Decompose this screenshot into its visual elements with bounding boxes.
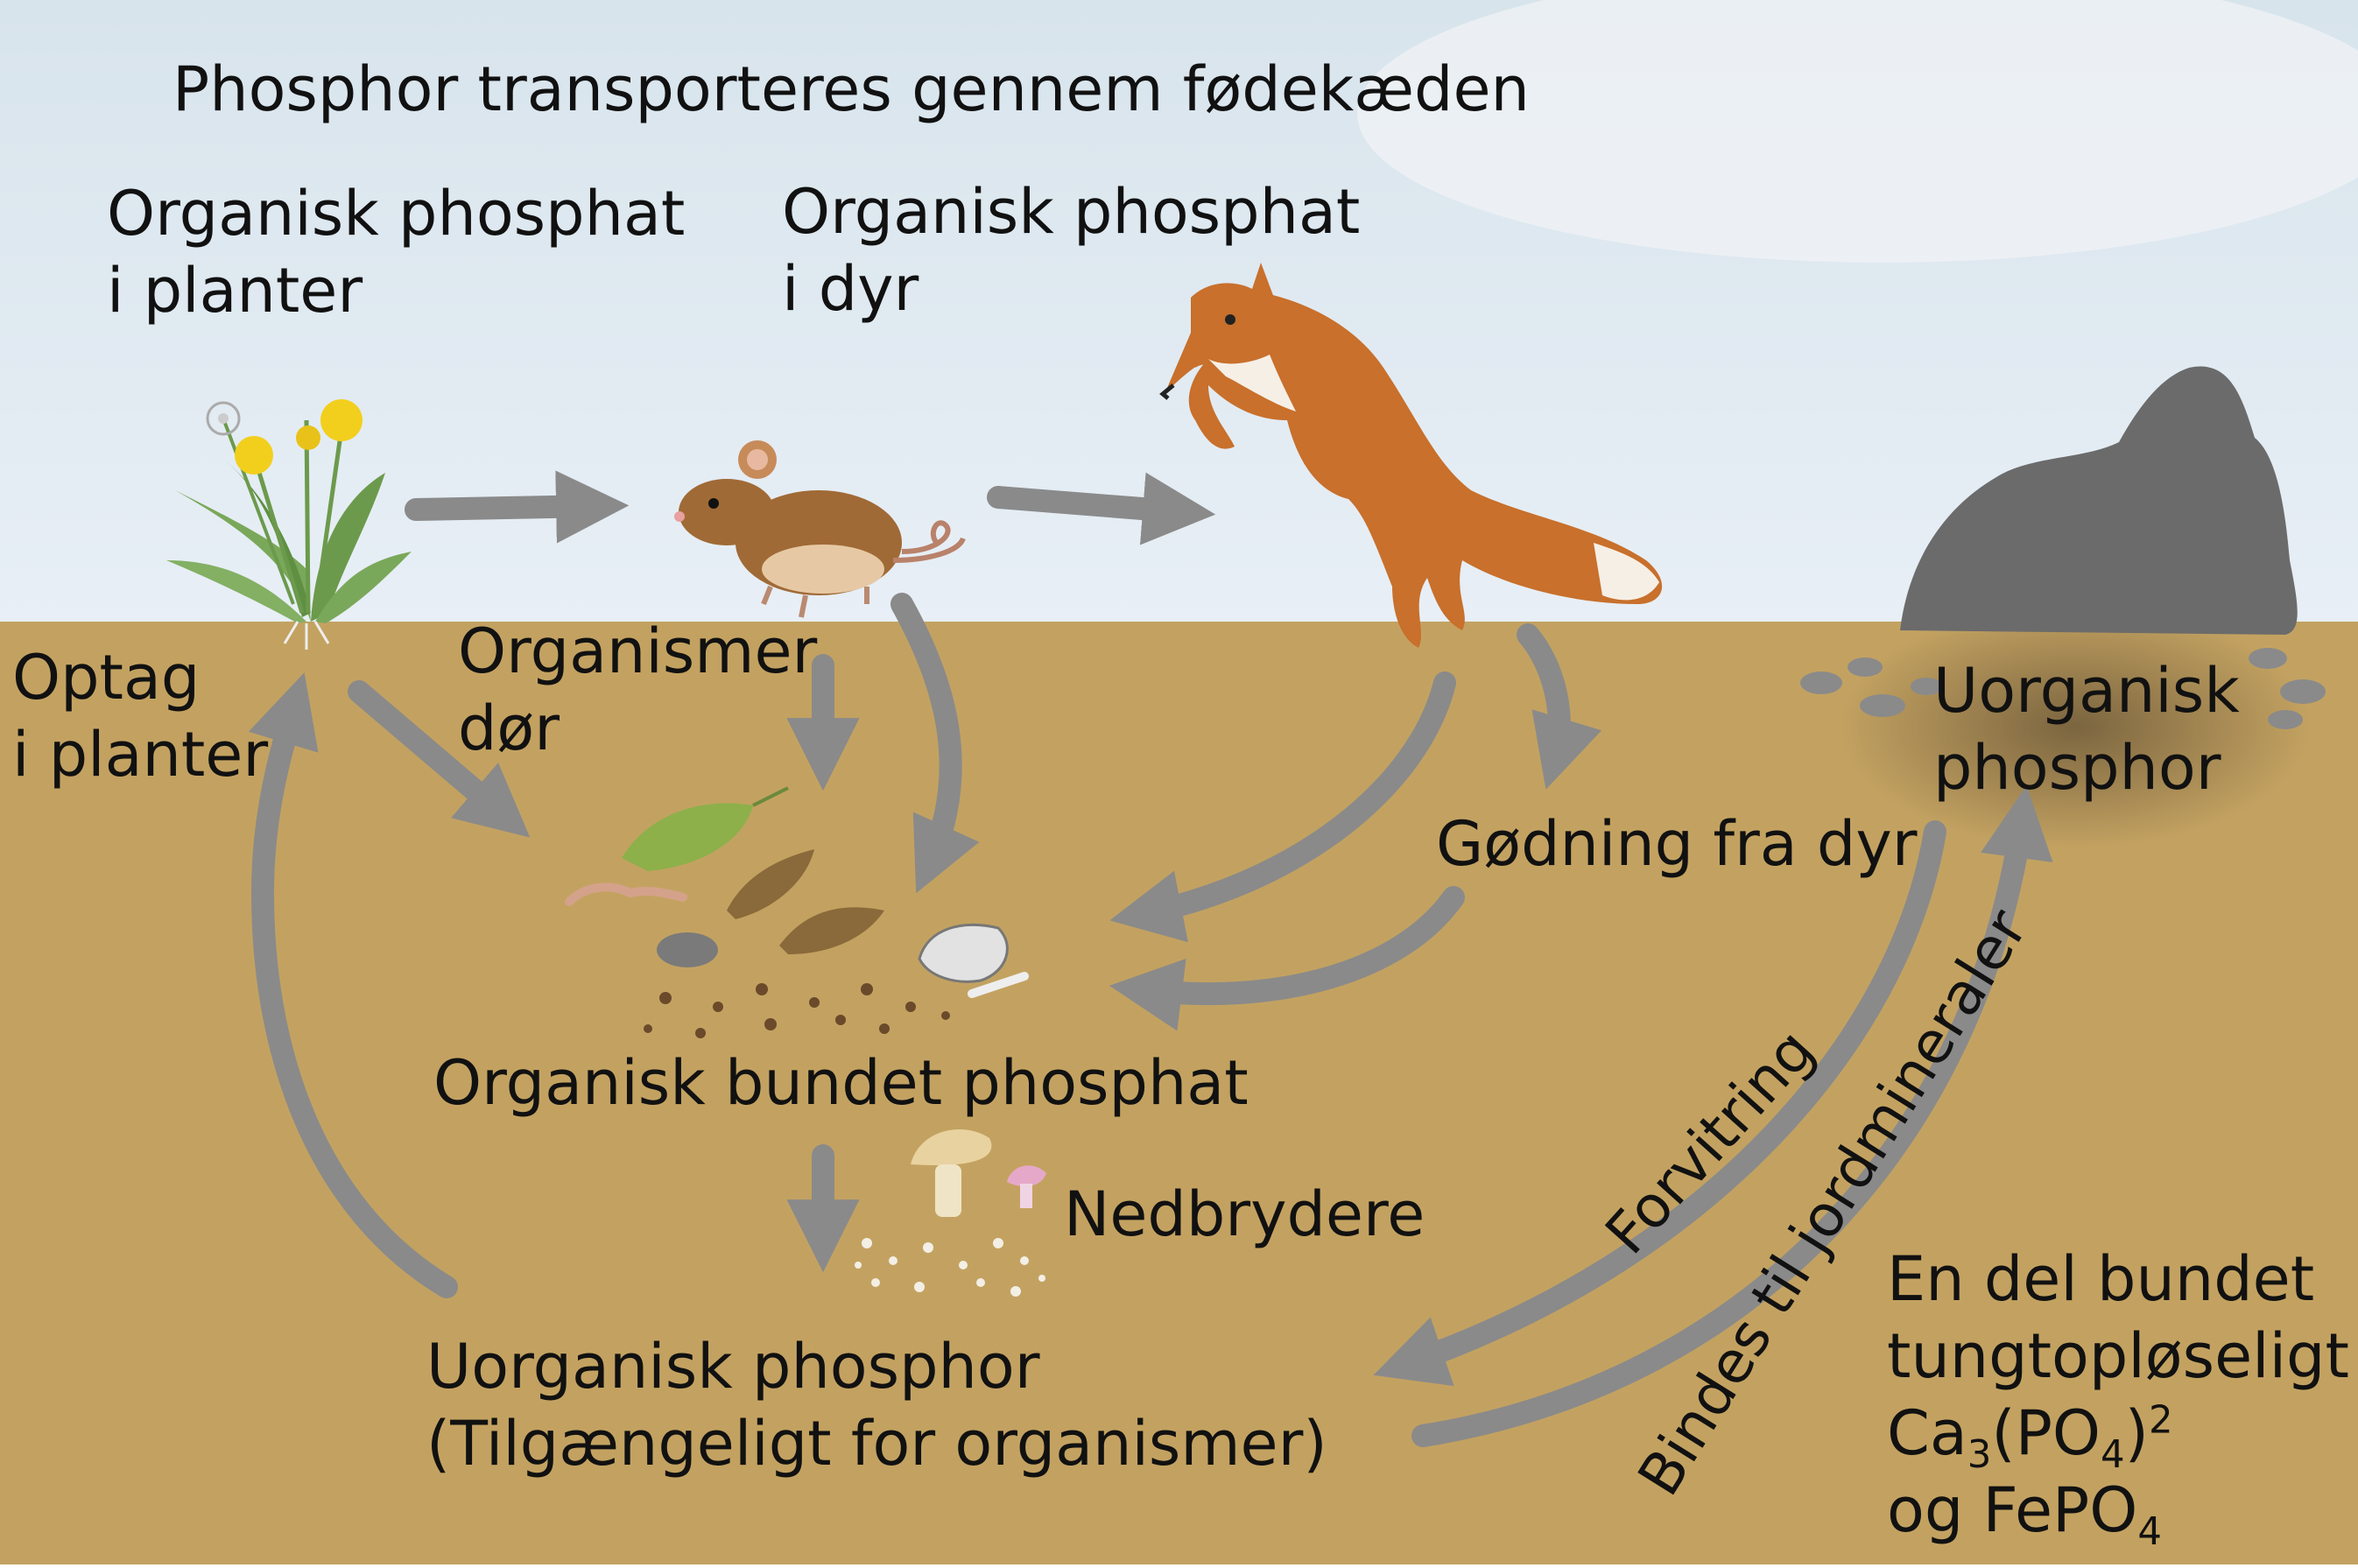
label-line: Optag bbox=[12, 642, 201, 714]
label-line: (Tilgængeligt for organismer) bbox=[426, 1408, 1327, 1480]
formula-sub: 4 bbox=[2101, 1433, 2125, 1477]
arrow-mouse-to-fox bbox=[987, 472, 1216, 545]
rock-illustration bbox=[1800, 366, 2326, 849]
formula-calcium-phosphate: Ca3(PO4)2 bbox=[1887, 1395, 2349, 1474]
formula-part: og FePO bbox=[1887, 1474, 2138, 1546]
label-uptake-plants: Optag i planter bbox=[12, 639, 268, 793]
label-line: Uorganisk phosphor bbox=[426, 1331, 1040, 1403]
label-organic-phosphate-animals: Organisk phosphat i dyr bbox=[782, 173, 1360, 327]
organic-debris-illustration bbox=[565, 786, 1029, 1038]
label-rock-inorganic-phosphorus: Uorganisk phosphor bbox=[1933, 652, 2240, 806]
label-organisms-die: Organismer dør bbox=[458, 613, 817, 767]
label-animal-manure: Gødning fra dyr bbox=[1436, 808, 1918, 880]
diagram-title: Phosphor transporteres gennem fødekæden bbox=[172, 53, 1530, 125]
formula-iron-phosphate: og FePO4 bbox=[1887, 1472, 2349, 1551]
label-line: Uorganisk bbox=[1933, 655, 2240, 727]
label-organic-phosphate-plants: Organisk phosphat i planter bbox=[107, 175, 685, 329]
formula-part: ) bbox=[2124, 1397, 2149, 1469]
label-bound-insoluble: En del bundet tungtopløseligt Ca3(PO4)2 … bbox=[1887, 1241, 2349, 1551]
label-line: tungtopløseligt bbox=[1887, 1320, 2349, 1392]
arrow-plant-to-mouse bbox=[405, 470, 630, 544]
arrow-weathering bbox=[1373, 820, 1946, 1387]
formula-part: (PO bbox=[1991, 1397, 2101, 1469]
arrow-mouse-to-debris bbox=[890, 593, 980, 894]
label-decomposers: Nedbrydere bbox=[1064, 1178, 1425, 1250]
formula-sub: 3 bbox=[1967, 1433, 1992, 1477]
label-line: i planter bbox=[107, 255, 363, 327]
label-line: Organismer bbox=[458, 615, 818, 687]
arrow-fox-to-debris bbox=[1109, 671, 1456, 943]
label-line: dør bbox=[458, 693, 560, 764]
cloud bbox=[1357, 0, 2358, 263]
arrow-fox-to-manure bbox=[1517, 623, 1602, 790]
label-line: phosphor bbox=[1933, 732, 2221, 804]
formula-sup: 2 bbox=[2148, 1398, 2173, 1443]
label-inorganic-phosphorus-available: Uorganisk phosphor (Tilgængeligt for org… bbox=[426, 1328, 1327, 1482]
arrow-binds-to-minerals bbox=[1411, 785, 2053, 1447]
label-line: i planter bbox=[12, 719, 269, 791]
label-line: i dyr bbox=[782, 253, 919, 325]
fox-illustration bbox=[1159, 263, 1663, 648]
mouse-illustration bbox=[674, 440, 966, 618]
label-organic-bound-phosphate: Organisk bundet phosphat bbox=[433, 1047, 1249, 1119]
arrow-uptake-plants bbox=[248, 672, 458, 1298]
label-line: Organisk phosphat bbox=[107, 178, 686, 250]
dandelion-plant-illustration bbox=[166, 399, 412, 650]
label-line: Organisk phosphat bbox=[782, 176, 1361, 248]
arrow-plant-to-debris bbox=[348, 680, 531, 838]
formula-sub: 4 bbox=[2137, 1510, 2162, 1554]
arrow-manure-to-debris bbox=[1109, 886, 1465, 1031]
label-line: En del bundet bbox=[1887, 1243, 2315, 1315]
formula-part: Ca bbox=[1887, 1397, 1967, 1469]
